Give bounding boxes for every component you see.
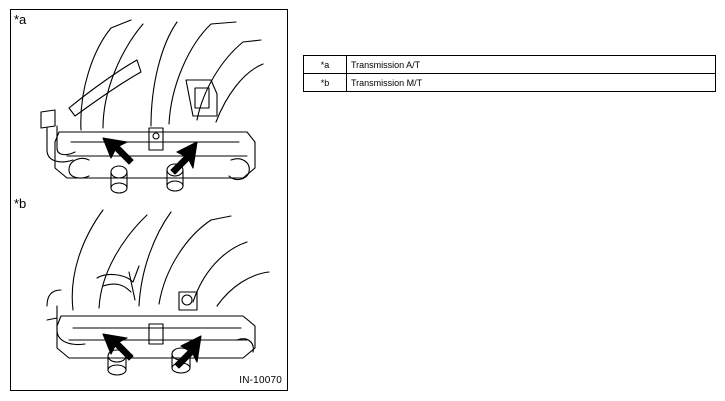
- legend-value: Transmission A/T: [346, 55, 716, 74]
- figure-id: IN-10070: [239, 375, 282, 386]
- legend-row: *a Transmission A/T: [303, 55, 716, 74]
- legend-key: *b: [303, 73, 347, 92]
- legend-value: Transmission M/T: [346, 73, 716, 92]
- legend-key: *a: [303, 55, 347, 74]
- intake-manifold-illustration: [40, 19, 270, 376]
- legend-row: *b Transmission M/T: [303, 73, 716, 92]
- lower-view-drawing: [46, 209, 270, 376]
- upper-view-drawing: [40, 19, 264, 194]
- figure-label-b: *b: [14, 196, 27, 211]
- legend-table: *a Transmission A/T *b Transmission M/T: [303, 55, 716, 92]
- illustration-panel: *a *b IN-10070: [10, 9, 288, 391]
- figure-label-a: *a: [14, 12, 27, 27]
